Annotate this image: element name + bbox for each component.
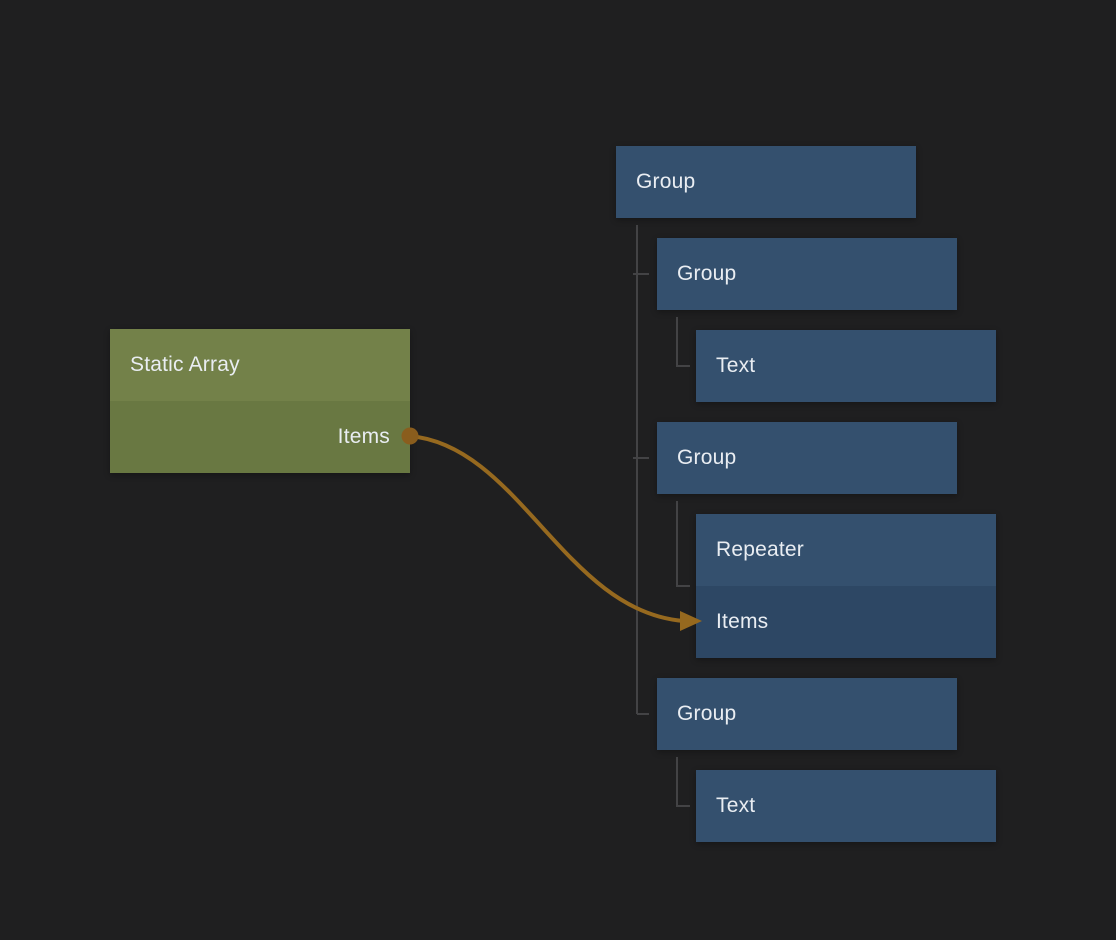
output-port-items[interactable]: Items <box>110 401 410 473</box>
node-group-root[interactable]: Group <box>616 146 916 218</box>
node-static-array-title-bar[interactable]: Static Array <box>110 329 410 401</box>
node-title: Text <box>716 354 756 377</box>
tree-line-branch-3 <box>676 757 690 807</box>
wire-path[interactable] <box>409 434 685 623</box>
tree-line-branch-1 <box>676 317 690 367</box>
node-title: Group <box>677 262 737 285</box>
input-port-items[interactable]: Items <box>696 586 996 658</box>
node-static-array[interactable]: Static Array Items <box>110 329 410 473</box>
node-title: Group <box>677 702 737 725</box>
node-title-bar[interactable]: Group <box>616 146 916 218</box>
node-title: Repeater <box>716 538 804 561</box>
node-text-2[interactable]: Text <box>696 770 996 842</box>
node-group-child-2[interactable]: Group <box>657 422 957 494</box>
node-group-child-1[interactable]: Group <box>657 238 957 310</box>
node-title-bar[interactable]: Group <box>657 238 957 310</box>
node-title-bar[interactable]: Repeater <box>696 514 996 586</box>
node-title-bar[interactable]: Group <box>657 422 957 494</box>
node-title: Group <box>677 446 737 469</box>
node-title-bar[interactable]: Text <box>696 770 996 842</box>
node-repeater[interactable]: Repeater Items <box>696 514 996 658</box>
node-text-1[interactable]: Text <box>696 330 996 402</box>
node-title-bar[interactable]: Text <box>696 330 996 402</box>
node-title: Static Array <box>130 353 240 376</box>
node-title: Group <box>636 170 696 193</box>
tree-line-branch-2 <box>676 501 690 587</box>
output-port-label: Items <box>337 425 390 448</box>
tree-line-root <box>633 225 649 715</box>
node-title: Text <box>716 794 756 817</box>
node-group-child-3[interactable]: Group <box>657 678 957 750</box>
node-title-bar[interactable]: Group <box>657 678 957 750</box>
input-port-label: Items <box>716 610 769 633</box>
